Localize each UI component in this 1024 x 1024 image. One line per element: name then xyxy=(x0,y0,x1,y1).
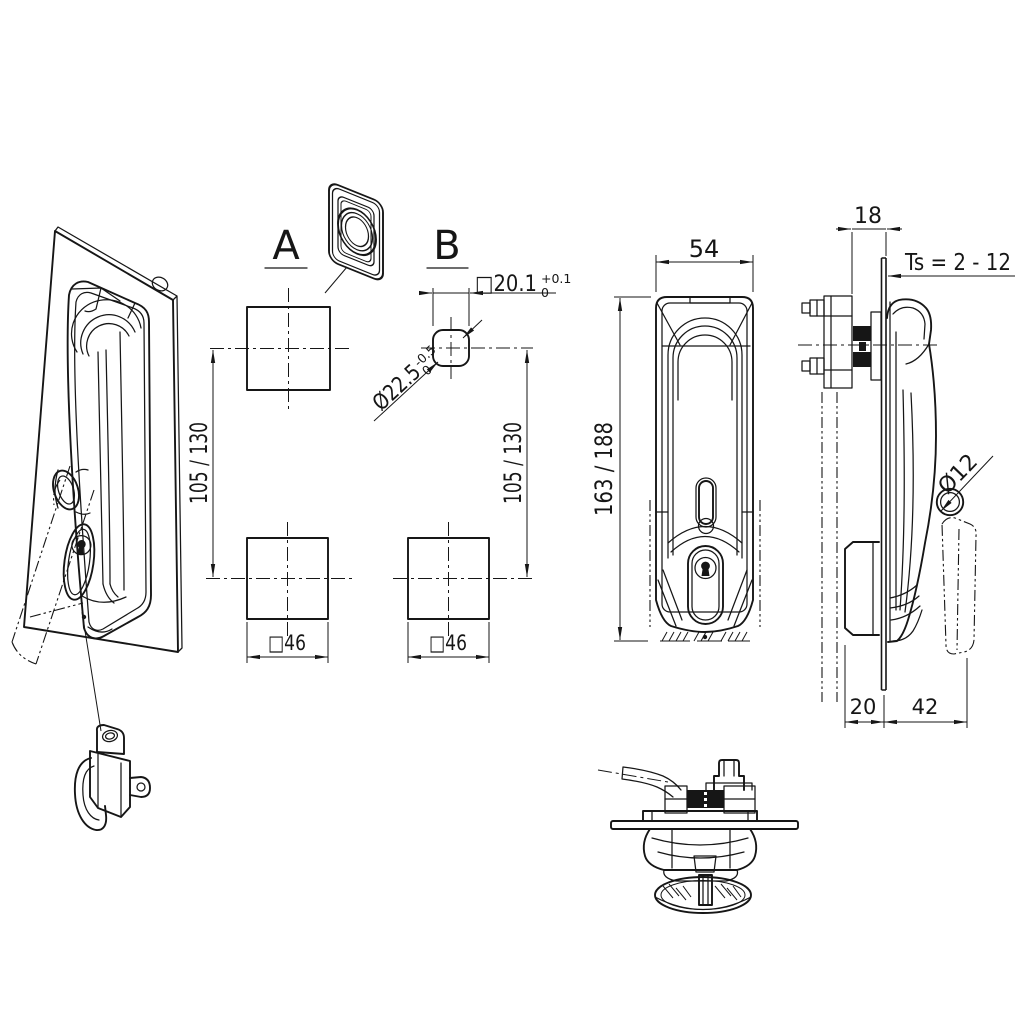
door-panel xyxy=(23,230,179,653)
lock-box xyxy=(844,541,880,636)
square-a-centerlines xyxy=(210,288,352,410)
cutout-dia-leader-1 xyxy=(373,361,439,422)
door-panel-thickness xyxy=(54,226,183,653)
bell-center xyxy=(693,855,717,873)
key-cylinder-iso xyxy=(62,523,96,601)
ring-dia-leader xyxy=(940,455,994,512)
front-height-label: 163 / 188 xyxy=(590,422,618,516)
padlock-ring-inner xyxy=(56,475,76,505)
keyhole-slot xyxy=(701,563,710,576)
padlock-slot-outer xyxy=(695,477,717,528)
bell-housing xyxy=(642,828,758,871)
cutout-dia-dim-group: Ø22.5 -0.5 0 xyxy=(368,342,439,416)
bezel-ring-3 xyxy=(86,323,130,357)
assembly-view xyxy=(597,759,799,914)
view-a-label: A xyxy=(272,223,300,269)
grip-line-1 xyxy=(97,351,104,585)
square-br-centerlines xyxy=(393,522,533,636)
flange-bar-lines xyxy=(651,810,749,822)
cutout-b-centerlines xyxy=(421,317,533,379)
phantom-handle-iso xyxy=(11,465,95,665)
front-view: 54 163 / 188 xyxy=(590,235,761,642)
dim18-label: 18 xyxy=(854,204,882,229)
spacing-left-label: 105 / 130 xyxy=(185,422,213,504)
bezel-ring-2 xyxy=(80,314,136,355)
bezel-ring-1 xyxy=(70,299,142,353)
cutout-square-tol-top: +0.1 xyxy=(541,271,571,286)
clamp-assembly xyxy=(801,295,882,389)
cutout-square-dim: □20.1 xyxy=(475,272,537,297)
cam-shaft xyxy=(698,874,713,906)
front-module-arcs xyxy=(667,525,743,553)
padlock-slot-bulge xyxy=(697,517,715,535)
front-arch-third xyxy=(677,334,733,401)
cutout-dia-leader-2 xyxy=(462,319,483,339)
front-gasket-hatch xyxy=(661,631,748,642)
front-top-tab xyxy=(689,296,731,304)
side-phantom-inner xyxy=(956,528,960,651)
front-bottom-facets xyxy=(657,569,753,627)
bell-lines xyxy=(651,829,749,869)
side-phantom-handle xyxy=(941,517,977,655)
ring-inner xyxy=(939,491,961,513)
cutout-square-tol-bottom: 0 xyxy=(541,285,549,300)
ts-label: Ts = 2 - 12 xyxy=(904,250,1011,276)
front-arch-inner xyxy=(672,325,738,556)
side-view: 18 Ts = 2 - 12 Ø12 20 42 xyxy=(798,204,1015,728)
key-oval-inner xyxy=(691,549,720,621)
view-b-label: B xyxy=(433,223,460,269)
isometric-view xyxy=(11,226,183,831)
grip-line-3 xyxy=(119,331,125,591)
dim20-label: 20 xyxy=(850,695,877,719)
cutout-b-ext-lines xyxy=(432,288,470,326)
padlock-slot xyxy=(698,480,714,525)
side-panel xyxy=(880,257,887,691)
front-arch-outer xyxy=(667,317,743,559)
grip-line-2 xyxy=(105,349,111,585)
rod-axis xyxy=(597,769,669,783)
dim18-ext xyxy=(851,232,887,294)
side-handle-profile xyxy=(886,298,937,643)
front-phantom-wings xyxy=(649,500,761,627)
sq46-right-label: □46 xyxy=(429,631,467,655)
key-cylinder xyxy=(694,556,717,580)
view-b: B □20.1 +0.1 0 Ø22.5 -0.5 0 xyxy=(368,223,571,422)
dim42-label: 42 xyxy=(912,695,939,719)
phantom-rod xyxy=(821,392,838,702)
latch-pin xyxy=(151,276,169,292)
sq46-left-label: □46 xyxy=(268,631,306,655)
spacing-right-label: 105 / 130 xyxy=(499,422,527,504)
padlock-ring-outer xyxy=(52,469,80,511)
key-stub-lines xyxy=(723,759,735,777)
front-width-label: 54 xyxy=(689,235,720,263)
key-stub xyxy=(713,759,745,791)
gasket-leader xyxy=(324,266,348,294)
cutout-dia-dim: Ø22.5 xyxy=(368,360,426,416)
hasp-detail-part xyxy=(73,724,151,831)
gasket-part xyxy=(324,183,384,294)
front-height-ext xyxy=(614,296,651,642)
front-outline xyxy=(655,296,754,633)
bezel-facets xyxy=(71,287,136,319)
assembly-plate xyxy=(610,820,799,830)
square-bottom-left xyxy=(246,537,329,620)
key-oval-outer xyxy=(687,545,724,625)
grip-bottom xyxy=(81,583,127,633)
square-bl-centerlines xyxy=(206,522,352,636)
cam-hatch xyxy=(662,883,742,901)
detail-leader xyxy=(81,611,102,732)
cylinder-ticks xyxy=(704,792,707,807)
ring-outer xyxy=(935,487,965,517)
rod-tube xyxy=(621,766,682,798)
handle-bezel xyxy=(66,280,152,640)
bottom-squares: □46 □46 105 / 130 105 / 130 xyxy=(185,349,533,663)
cam-shaft-lines xyxy=(702,874,709,906)
front-shoulder-lines xyxy=(656,302,753,346)
view-a: A xyxy=(210,223,352,410)
